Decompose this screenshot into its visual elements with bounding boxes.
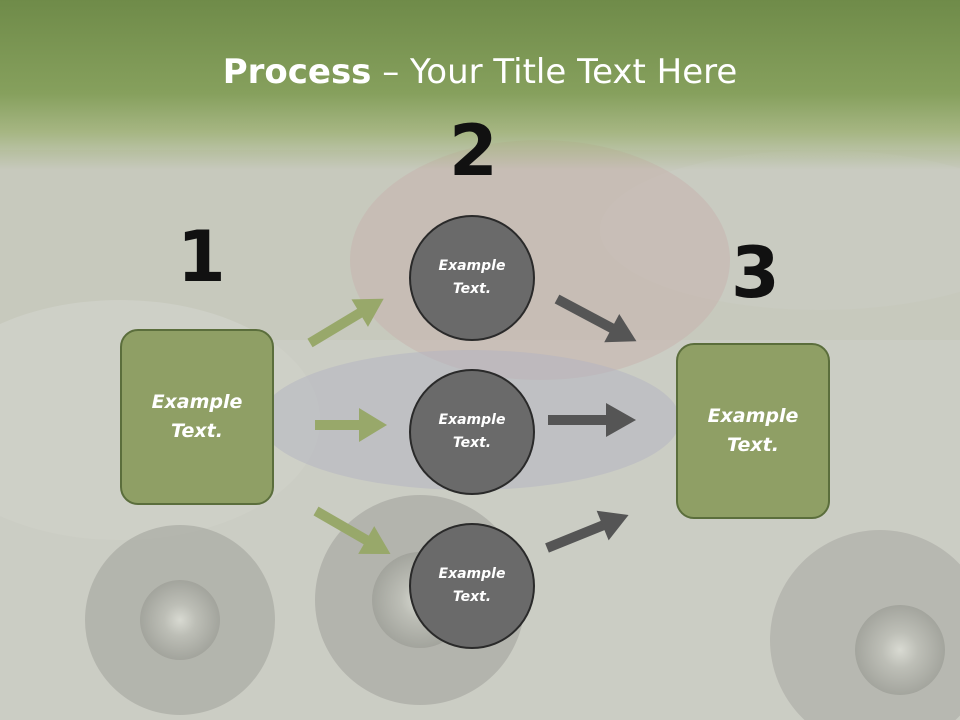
left-box-label: Example Text.: [151, 391, 243, 442]
step-number-3: 3: [731, 232, 780, 314]
arrow-from-bottom-circle: [545, 510, 629, 553]
title-rest: – Your Title Text Here: [371, 52, 738, 92]
circle-label: Example Text.: [438, 566, 506, 605]
arrow-to-top-circle: [307, 298, 384, 348]
right-process-box: Example Text.: [676, 343, 830, 519]
slide-title: Process – Your Title Text Here: [0, 52, 960, 92]
process-circle-bottom: Example Text.: [409, 523, 535, 649]
header-band: [0, 0, 960, 170]
green-arrows: [307, 298, 391, 554]
right-box-label: Example Text.: [707, 405, 799, 456]
arrow-to-bottom-circle: [313, 506, 391, 554]
left-process-box: Example Text.: [120, 329, 274, 505]
circle-label: Example Text.: [438, 412, 506, 451]
arrow-from-middle-circle: [548, 403, 636, 437]
dark-arrows: [545, 294, 637, 553]
arrow-to-middle-circle: [315, 408, 387, 442]
process-circle-top: Example Text.: [409, 215, 535, 341]
arrow-from-top-circle: [554, 294, 637, 343]
step-number-1: 1: [177, 216, 226, 298]
circle-label: Example Text.: [438, 258, 506, 297]
title-bold-part: Process: [222, 52, 372, 92]
process-circle-middle: Example Text.: [409, 369, 535, 495]
step-number-2: 2: [449, 110, 498, 192]
